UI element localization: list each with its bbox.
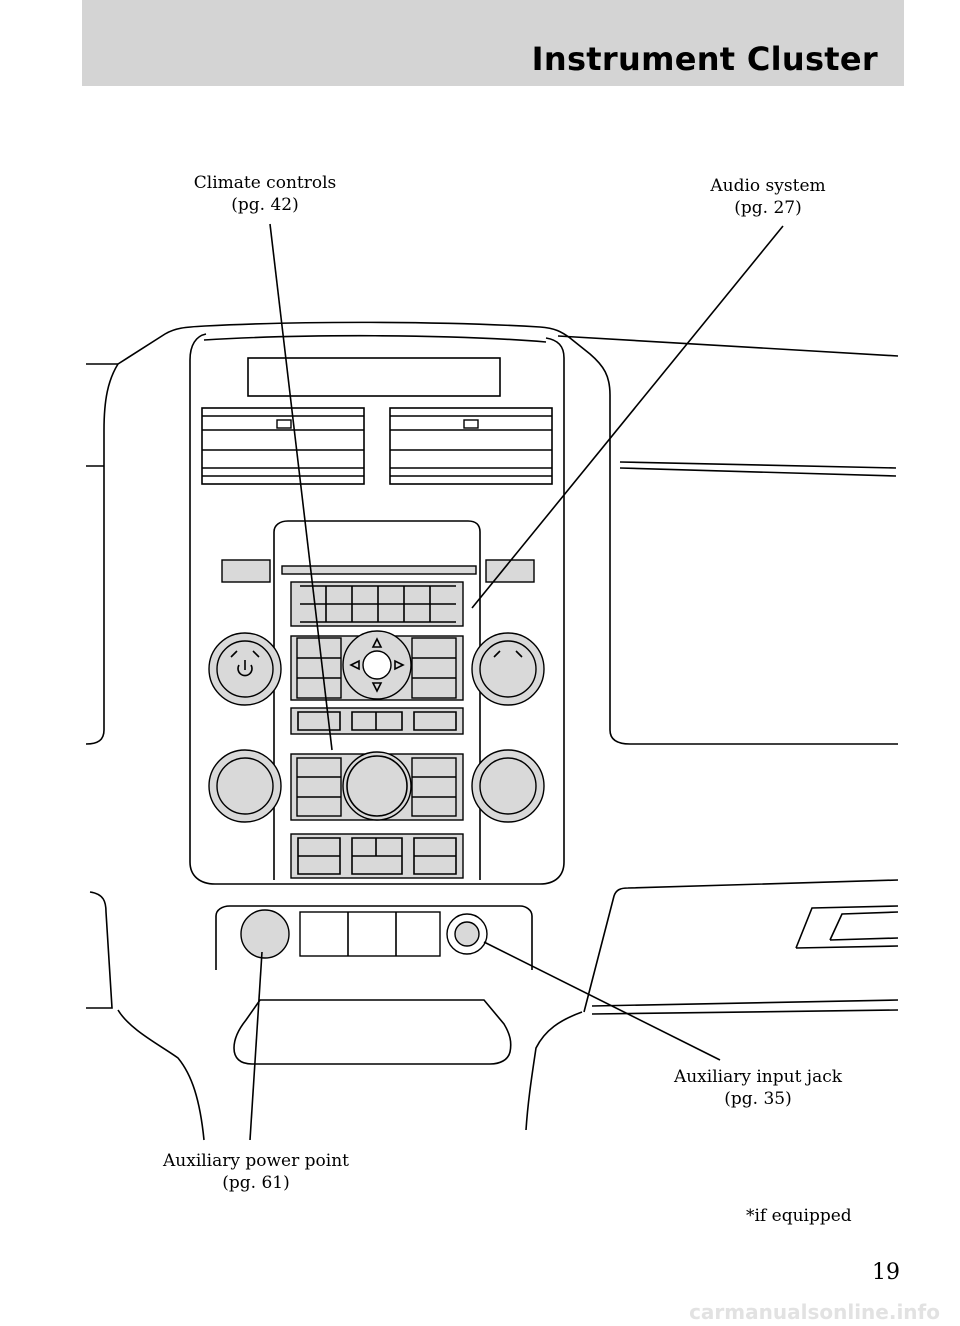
- callout-auxiliary-input-jack: Auxiliary input jack (pg. 35): [668, 1066, 848, 1110]
- callout-page-ref: (pg. 61): [222, 1173, 290, 1193]
- air-vents: [201, 407, 553, 485]
- callout-audio-system: Audio system (pg. 27): [688, 175, 848, 219]
- callout-label: Audio system: [710, 176, 826, 196]
- leader-aux-power: [249, 951, 263, 1141]
- header-band: [82, 0, 904, 86]
- knobs: [208, 632, 545, 823]
- dashboard-outline: [85, 321, 899, 1141]
- callout-climate-controls: Climate controls (pg. 42): [175, 172, 355, 216]
- callout-label: Climate controls: [193, 173, 337, 193]
- leader-climate: [269, 223, 333, 751]
- callout-page-ref: (pg. 35): [724, 1089, 792, 1109]
- callout-label: Auxiliary input jack: [673, 1067, 843, 1087]
- center-stack-bezel: [189, 333, 565, 885]
- leader-audio: [471, 225, 784, 609]
- page-number: 19: [872, 1260, 900, 1285]
- watermark: carmanualsonline.info: [689, 1300, 940, 1324]
- section-title: Instrument Cluster: [531, 40, 878, 78]
- audio-climate-faceplate: [221, 520, 535, 880]
- callout-page-ref: (pg. 27): [734, 198, 802, 218]
- leader-lines: [249, 223, 784, 1141]
- footnote: *if equipped: [746, 1206, 852, 1226]
- leader-aux-jack: [483, 941, 721, 1061]
- callout-auxiliary-power-point: Auxiliary power point (pg. 61): [156, 1150, 356, 1194]
- lower-console: [215, 905, 533, 1065]
- callout-page-ref: (pg. 42): [231, 195, 299, 215]
- callout-label: Auxiliary power point: [163, 1151, 349, 1171]
